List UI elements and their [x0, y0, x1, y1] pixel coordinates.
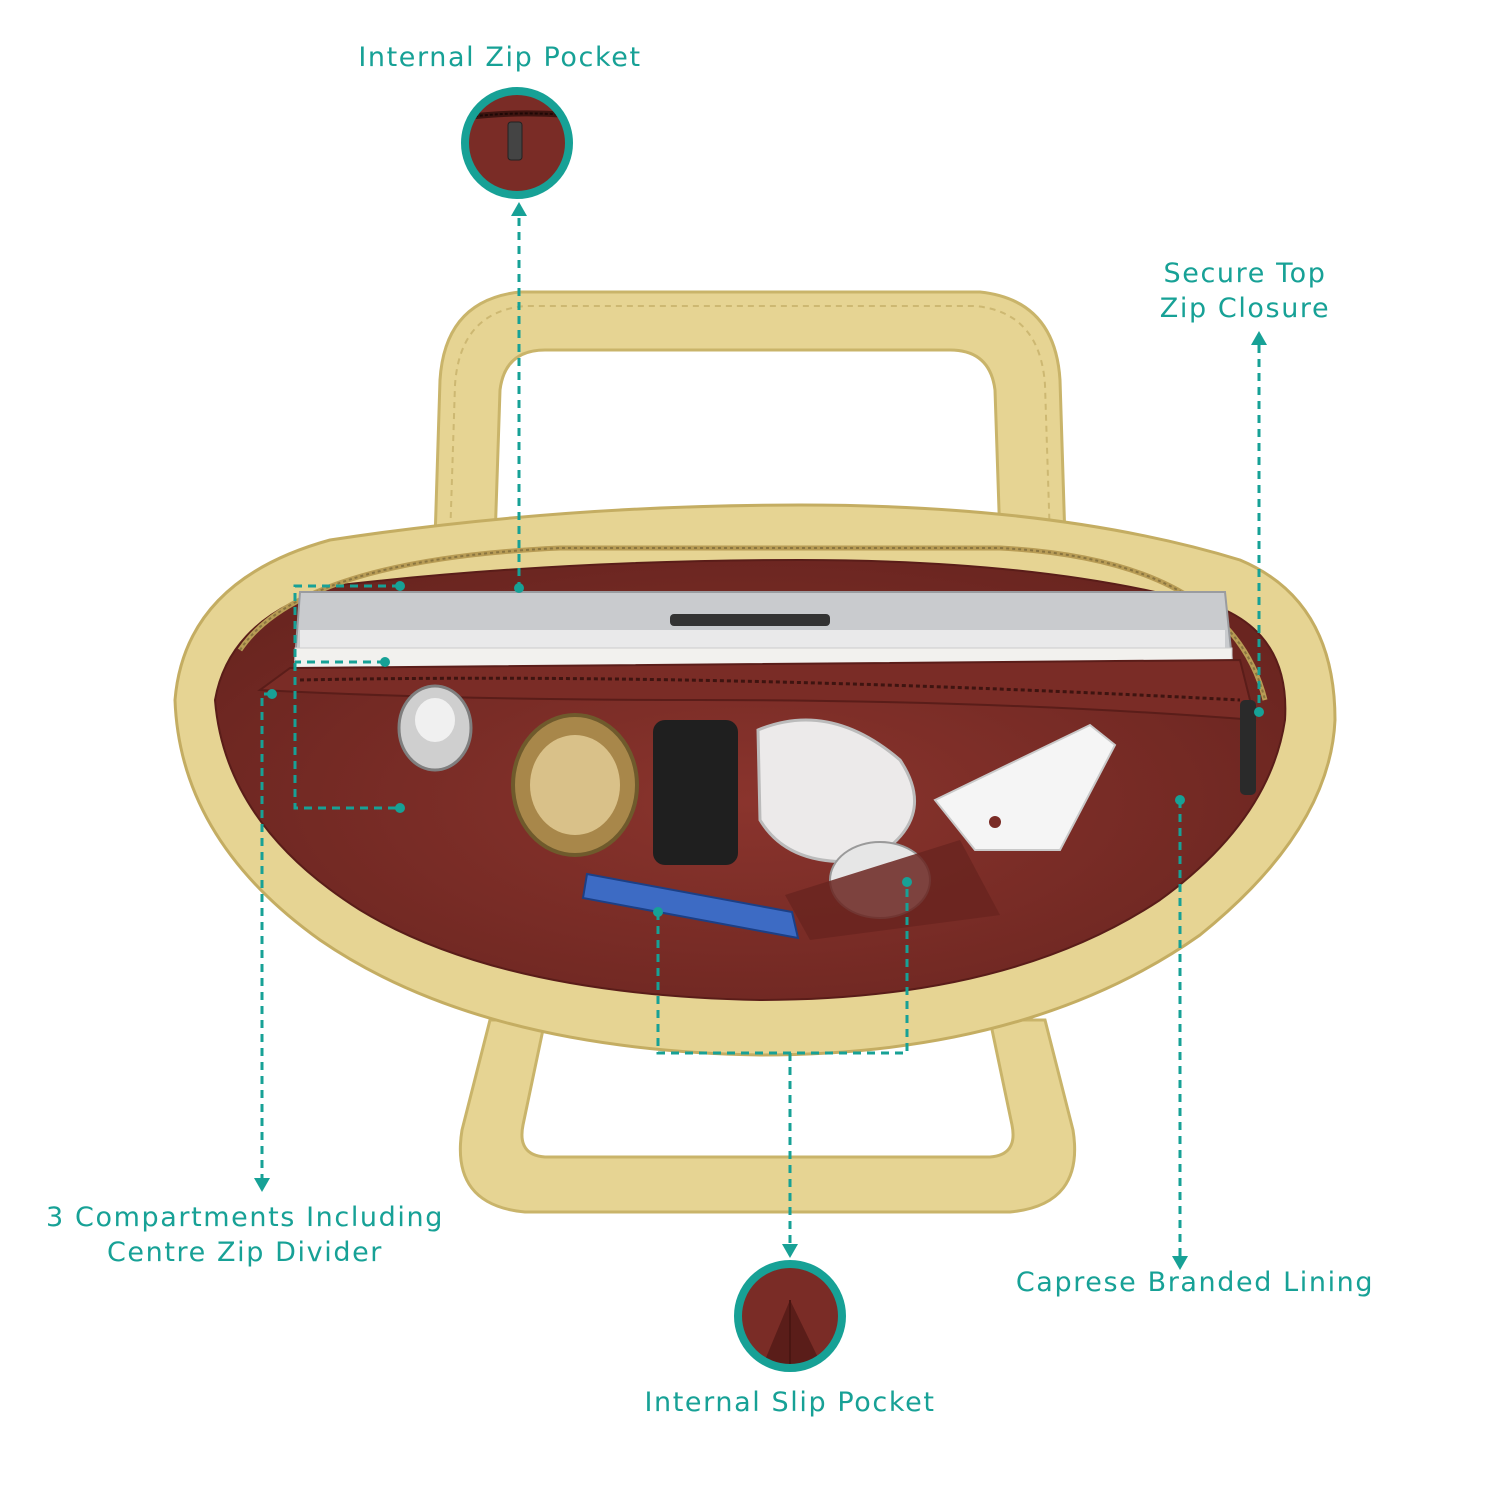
- arrow-up-icon: [511, 202, 527, 216]
- callout-text: Zip Closure: [1159, 293, 1331, 324]
- arrow-up-icon: [1251, 331, 1267, 345]
- arrow-down-icon: [254, 1178, 270, 1192]
- arrow-down-icon: [1172, 1256, 1188, 1270]
- bottom-handle: [458, 1018, 1077, 1214]
- detail-slip-pocket-inset: [734, 1260, 846, 1372]
- callout-text: 3 Compartments Including: [46, 1202, 444, 1233]
- callout-text: Internal Slip Pocket: [644, 1387, 936, 1418]
- top-handle: [433, 290, 1067, 542]
- callout-text: Caprese Branded Lining: [1015, 1267, 1375, 1298]
- callout-dots: [267, 581, 1264, 917]
- bag-contents: [397, 684, 1117, 940]
- callout-line-compartments-a: [293, 584, 400, 810]
- centre-zip-divider: [257, 658, 1257, 795]
- callout-line-slip-pocket: [656, 882, 909, 1055]
- callout-internal-zip-pocket: Internal Zip Pocket: [330, 40, 670, 75]
- callout-branded-lining: Caprese Branded Lining: [1000, 1265, 1390, 1300]
- bag-body: [173, 503, 1337, 1057]
- zip-puller-icon: [1240, 700, 1256, 795]
- callout-text: Secure Top: [1163, 258, 1327, 289]
- callout-internal-slip-pocket: Internal Slip Pocket: [620, 1385, 960, 1420]
- zip-puller-icon: [507, 121, 523, 161]
- callout-text: Centre Zip Divider: [106, 1237, 383, 1268]
- arrow-down-icon: [782, 1244, 798, 1258]
- callout-arrowheads: [254, 202, 1267, 1270]
- callout-compartments: 3 Compartments Including Centre Zip Divi…: [30, 1200, 460, 1270]
- laptop: [293, 591, 1234, 669]
- callout-secure-top-zip: Secure Top Zip Closure: [1130, 256, 1360, 326]
- callout-text: Internal Zip Pocket: [358, 42, 642, 73]
- detail-zip-pocket-inset: [461, 87, 573, 199]
